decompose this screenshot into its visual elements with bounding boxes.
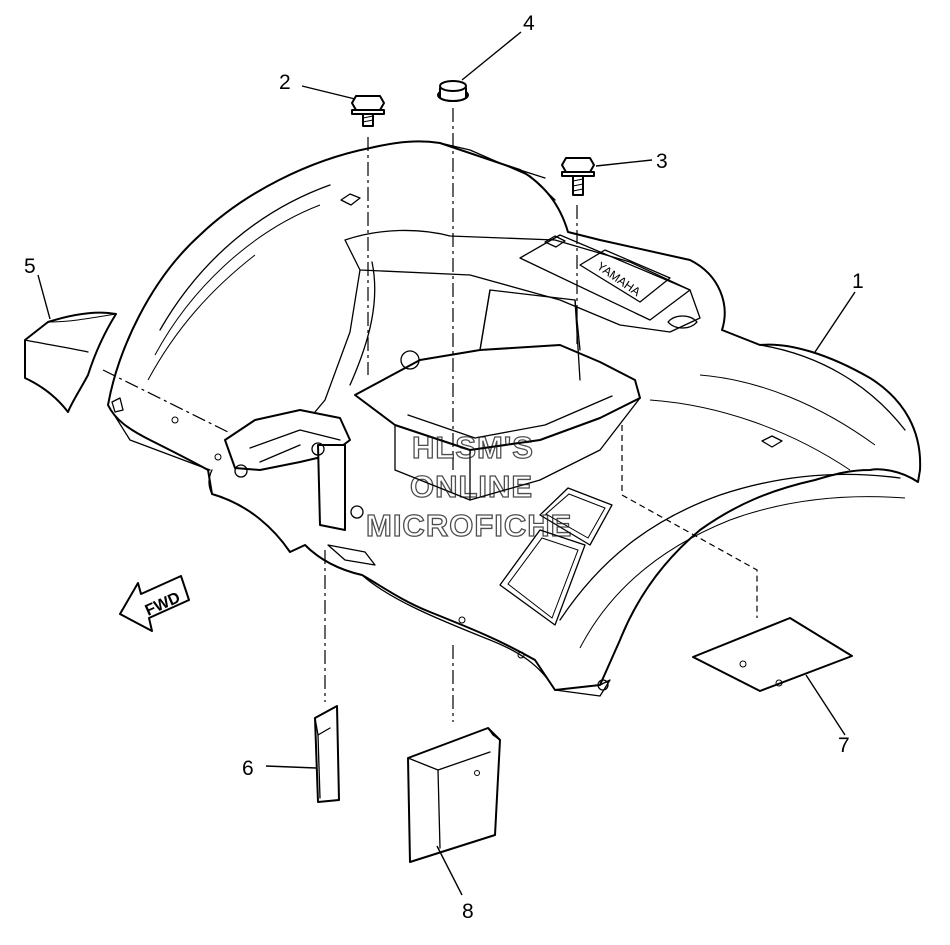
- guard-part-8: [407, 727, 501, 863]
- forward-direction-arrow: FWD: [119, 575, 190, 632]
- plate-part-7: [692, 617, 853, 692]
- callout-2: 2: [279, 71, 291, 94]
- callout-labels: 1 2 3 4 5 6 7 8: [24, 12, 864, 923]
- callout-1: 1: [852, 270, 864, 293]
- callout-5: 5: [24, 255, 36, 278]
- leader-lines: [37, 31, 856, 896]
- rear-fender: YAMAHA: [107, 140, 922, 697]
- callout-6: 6: [242, 757, 254, 780]
- bracket-part-6: [314, 705, 340, 803]
- watermark-line-3: MICROFICHE: [366, 508, 572, 543]
- callout-8: 8: [462, 900, 474, 923]
- assembly-lines: [102, 108, 758, 722]
- bolt-part-2: [351, 95, 385, 127]
- callout-4: 4: [523, 12, 535, 35]
- callout-3: 3: [656, 150, 668, 173]
- grommet-part-4: [437, 80, 469, 102]
- bolt-part-3: [561, 157, 595, 196]
- watermark-line-1: HLSM'S: [412, 430, 534, 465]
- watermark-line-2: ONLINE: [410, 469, 533, 504]
- callout-7: 7: [838, 734, 850, 757]
- pad-part-5: [24, 311, 117, 413]
- watermark: HLSM'S ONLINE MICROFICHE: [365, 429, 572, 543]
